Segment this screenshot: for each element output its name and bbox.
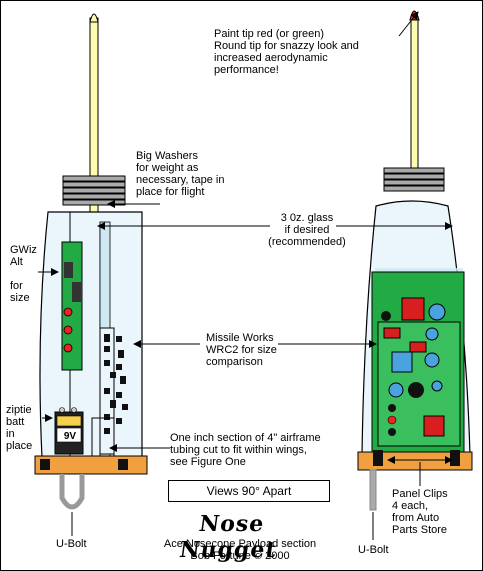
right-big-washers bbox=[383, 167, 445, 192]
airframe-label: One inch section of 4" airframe tubing c… bbox=[170, 432, 321, 468]
left-u-bolt bbox=[59, 474, 85, 510]
right-view bbox=[357, 10, 473, 540]
missile-works-label: Missile Works WRC2 for size comparison bbox=[206, 332, 277, 368]
ziptie-label: ziptie batt in place bbox=[6, 404, 33, 452]
panel-clips-label: Panel Clips 4 each, from Auto Parts Stor… bbox=[392, 488, 448, 536]
left-view bbox=[34, 13, 148, 536]
glass-label: 3 0z. glass if desired (recommended) bbox=[268, 212, 346, 248]
for-size-label: for size bbox=[10, 280, 30, 304]
gwiz-alt-label: GWiz Alt bbox=[10, 244, 37, 268]
right-threaded-rod bbox=[410, 17, 419, 179]
right-u-bolt bbox=[369, 469, 377, 511]
right-bulkhead bbox=[357, 451, 473, 471]
left-rod-tip bbox=[89, 13, 99, 23]
u-bolt-right-label: U-Bolt bbox=[358, 544, 389, 556]
big-washers-label: Big Washers for weight as necessary, tap… bbox=[136, 150, 225, 198]
diagram-credit: Bob Fortune © 2000 bbox=[190, 550, 290, 562]
u-bolt-left-label: U-Bolt bbox=[56, 538, 87, 550]
paint-tip-label: Paint tip red (or green) Round tip for s… bbox=[214, 28, 359, 76]
views-apart-box: Views 90° Apart bbox=[168, 480, 330, 502]
diagram-subtitle: Ace Nosecone Payload section bbox=[163, 538, 317, 550]
leader-lines bbox=[38, 11, 453, 486]
left-big-washers bbox=[62, 175, 126, 206]
battery-label: 9V bbox=[63, 431, 77, 442]
left-bulkhead bbox=[34, 455, 148, 475]
